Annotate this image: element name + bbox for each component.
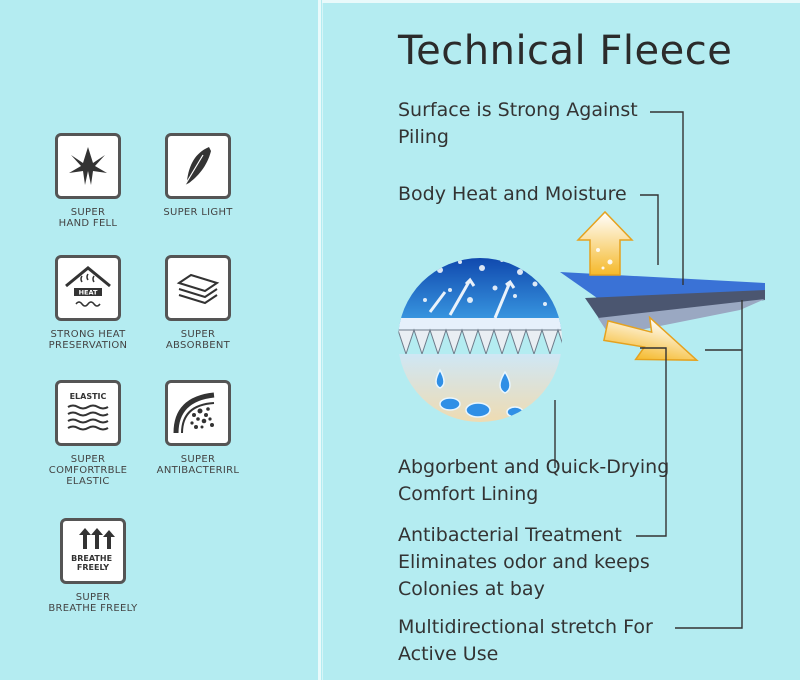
icon-label: STRONG HEAT PRESERVATION (48, 329, 128, 351)
fabric-middle-layer (585, 290, 765, 320)
icon-tile-heat-preservation: HEAT STRONG HEAT PRESERVATION (33, 255, 143, 351)
heat-icon-text: HEAT (79, 289, 98, 297)
icon-tile-breathe: BREATHE FREELY SUPER BREATHE FREELY (38, 518, 148, 614)
elastic-icon: ELASTIC (55, 380, 121, 446)
feature-stretch: Multidirectional stretch For Active Use (398, 616, 653, 665)
icon-label: SUPER LIGHT (163, 207, 233, 218)
fabric-cross-section (398, 258, 562, 422)
hand-feel-icon (55, 133, 121, 199)
icon-label: SUPER ANTIBACTERIRL (156, 454, 240, 476)
breathe-icon-text: BREATHE FREELY (71, 554, 115, 572)
feature-surface: Surface is Strong Against Piling (398, 99, 638, 148)
breathe-arrows-icon: BREATHE FREELY (60, 518, 126, 584)
leader-lines (554, 111, 743, 629)
feature-absorbent: Abgorbent and Quick-Drying Comfort Linin… (398, 456, 670, 505)
icon-tile-elastic: ELASTIC SUPER COMFORTRBLE ELASTIC (33, 380, 143, 487)
feather-icon (165, 133, 231, 199)
diagram-panel (322, 0, 800, 680)
fabric-bottom-layer (598, 299, 765, 336)
antibacterial-icon (165, 380, 231, 446)
page-title: Technical Fleece (398, 28, 733, 74)
icon-tile-absorbent: SUPER ABSORBENT (143, 255, 253, 351)
icon-tile-light: SUPER LIGHT (143, 133, 253, 218)
icon-tile-antibacterial: SUPER ANTIBACTERIRL (143, 380, 253, 476)
icon-label: SUPER HAND FELL (58, 207, 118, 229)
feature-antibacterial: Antibacterial Treatment Eliminates odor … (398, 524, 650, 600)
icon-label: SUPER BREATHE FREELY (48, 592, 138, 614)
heat-icon: HEAT (55, 255, 121, 321)
icon-label: SUPER ABSORBENT (165, 329, 231, 351)
icon-label: SUPER COMFORTRBLE ELASTIC (48, 454, 128, 487)
absorbent-layers-icon (165, 255, 231, 321)
elastic-icon-text: ELASTIC (70, 392, 107, 401)
features-icon-panel (0, 0, 321, 680)
icon-tile-hand-feel: SUPER HAND FELL (33, 133, 143, 229)
feature-body-heat: Body Heat and Moisture (398, 183, 627, 205)
divider (322, 0, 800, 3)
heat-up-arrow-icon (576, 210, 634, 276)
